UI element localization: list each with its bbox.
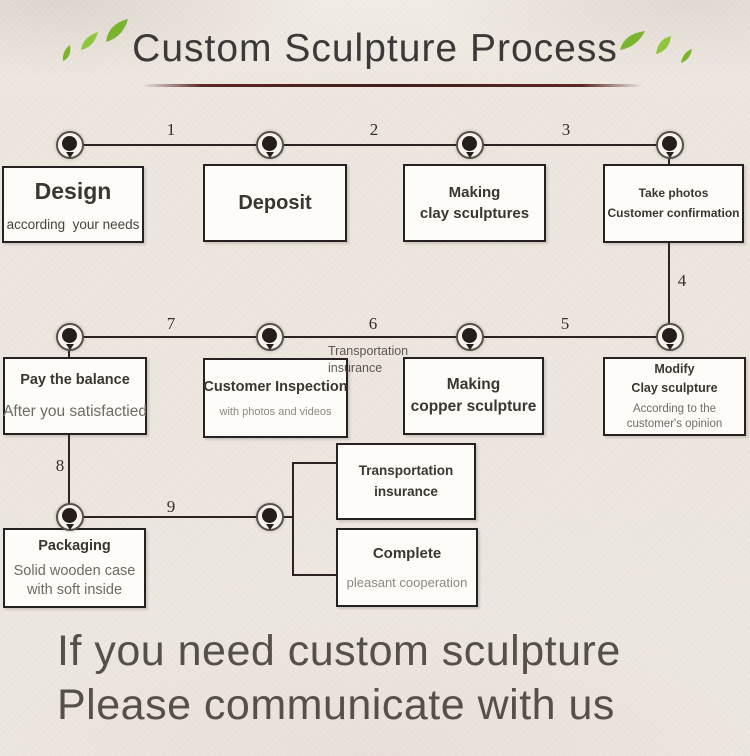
flow-node-marker	[256, 323, 284, 351]
flow-box-packaging: Packaging Solid wooden case with soft in…	[3, 528, 146, 608]
step-number: 7	[166, 314, 176, 333]
box-title: Modify Clay sculpture	[631, 362, 718, 395]
leaf-icon	[106, 19, 128, 42]
flow-connector-line	[70, 144, 670, 146]
footer-text: If you need custom sculpture Please comm…	[57, 627, 621, 730]
box-subtitle: with photos and videos	[219, 406, 332, 418]
leaf-icon	[81, 32, 98, 50]
flow-connector-line	[292, 462, 294, 576]
transport-insurance-note: Transportation insurance	[328, 344, 409, 375]
step-number: 9	[166, 497, 176, 516]
title-underline-divider	[142, 84, 642, 87]
box-title: Complete	[372, 545, 442, 563]
flow-node-marker	[456, 323, 484, 351]
flow-node-marker	[256, 131, 284, 159]
box-title: Deposit	[238, 192, 312, 214]
flow-box-deposit: Deposit	[203, 164, 347, 242]
flow-connector-line	[70, 516, 272, 518]
flow-box-take-photos: Take photos Customer confirmation	[603, 164, 744, 243]
box-subtitle: pleasant cooperation	[346, 575, 468, 591]
leaf-icon	[656, 36, 671, 54]
box-title: Packaging	[38, 538, 111, 554]
step-number: 4	[677, 271, 687, 290]
page-title: Custom Sculpture Process	[132, 27, 618, 70]
flow-node-marker	[656, 323, 684, 351]
flow-node-marker	[256, 503, 284, 531]
box-subtitle: According to the customer's opinion	[626, 402, 723, 431]
step-number: 6	[368, 314, 378, 333]
flow-connector-line	[70, 336, 670, 338]
box-subtitle: After you satisfactied	[3, 402, 147, 420]
leaf-decoration-right	[620, 31, 692, 63]
leaf-icon	[681, 49, 692, 63]
flow-box-design: Design according your needs	[2, 166, 144, 243]
step-number: 1	[166, 120, 176, 139]
box-title: Transportation insurance	[358, 462, 454, 499]
flow-node-marker	[56, 323, 84, 351]
flow-connector-line	[294, 574, 336, 576]
step-number: 8	[55, 456, 65, 475]
flow-box-pay-the-balance: Pay the balance After you satisfactied	[3, 357, 147, 435]
leaf-icon	[620, 31, 645, 50]
flow-node-marker	[656, 131, 684, 159]
step-number: 2	[369, 120, 379, 139]
leaf-icon	[62, 45, 71, 61]
step-number: 3	[561, 120, 571, 139]
leaf-decoration-left	[62, 19, 128, 61]
box-title: Customer Inspection	[203, 378, 348, 395]
box-title: Design	[34, 178, 112, 205]
box-title: Take photos Customer confirmation	[607, 186, 740, 220]
flow-box-complete: Complete pleasant cooperation	[336, 528, 478, 607]
flow-box-customer-inspection: Customer Inspection with photos and vide…	[203, 358, 348, 438]
step-number: 5	[560, 314, 570, 333]
flow-connector-line	[294, 462, 336, 464]
box-subtitle: according your needs	[6, 217, 140, 233]
box-title: Pay the balance	[20, 372, 130, 389]
flow-box-making-clay-sculptures: Making clay sculptures	[403, 164, 546, 242]
box-title: Making copper sculpture	[410, 376, 537, 415]
flow-node-marker	[456, 131, 484, 159]
box-subtitle: Solid wooden case with soft inside	[13, 563, 136, 599]
flow-box-transportation-insurance: Transportation insurance	[336, 443, 476, 520]
flow-node-marker	[56, 131, 84, 159]
flow-box-modify-clay-sculpture: Modify Clay sculpture According to the c…	[603, 357, 746, 436]
box-title: Making clay sculptures	[419, 184, 530, 222]
flow-node-marker	[56, 503, 84, 531]
flow-box-making-copper-sculpture: Making copper sculpture	[403, 357, 544, 435]
